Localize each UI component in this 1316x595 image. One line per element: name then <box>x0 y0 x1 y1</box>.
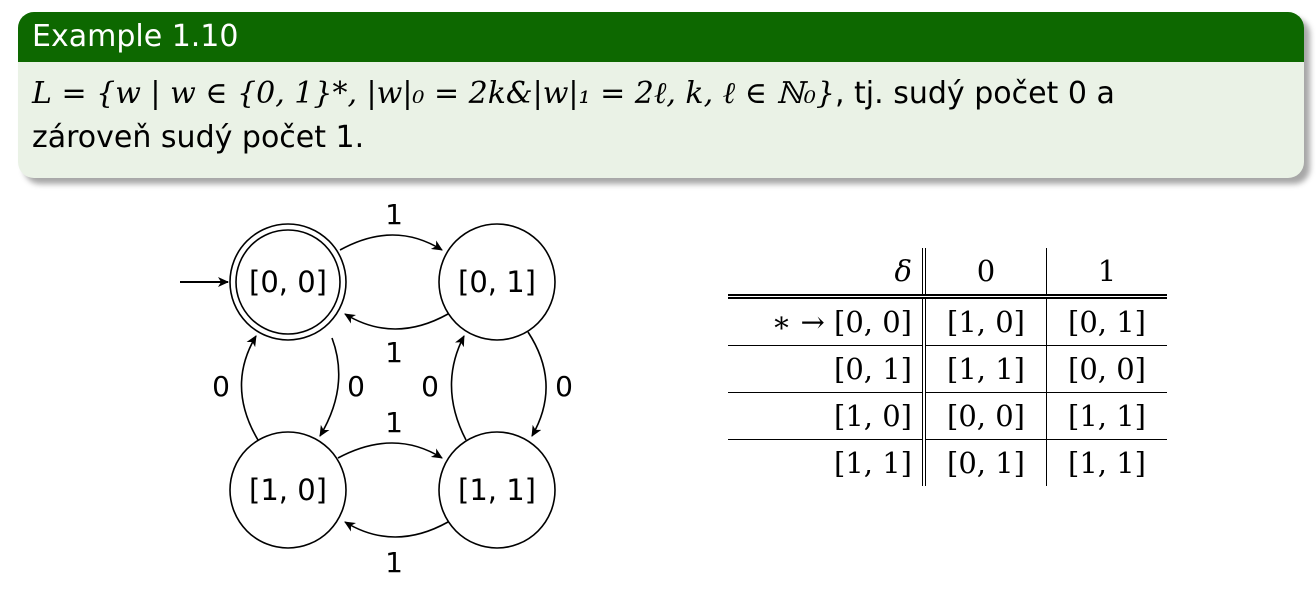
edge-10-11 <box>337 442 443 459</box>
table-row: ∗ → [0, 0] [1, 0] [0, 1] <box>728 296 1167 346</box>
state-00-label: [0, 0] <box>249 265 327 299</box>
table-header-row: δ 0 1 <box>728 248 1167 299</box>
table-row-state: [1, 0] <box>728 392 926 440</box>
edge-label-10-11: 1 <box>385 406 403 439</box>
table-row-state: [1, 1] <box>728 439 926 486</box>
table-row: [0, 1] [1, 1] [0, 0] <box>728 345 1167 393</box>
edge-00-10 <box>319 337 340 437</box>
edge-10-00 <box>240 335 259 441</box>
edge-label-00-10: 0 <box>347 370 365 403</box>
state-11-label: [1, 1] <box>458 473 536 507</box>
state-10: [1, 0] <box>229 431 347 549</box>
table-cell-on0: [1, 0] <box>924 296 1047 346</box>
table-row-state: ∗ → [0, 0] <box>728 296 926 346</box>
example-title: Example 1.10 <box>18 12 1304 62</box>
edge-01-00 <box>344 313 449 330</box>
edge-label-11-10: 1 <box>385 546 403 579</box>
table-header-col0: 0 <box>924 248 1047 299</box>
state-01-label: [0, 1] <box>458 265 536 299</box>
edge-00-01 <box>339 234 443 251</box>
table-cell-on0: [1, 1] <box>924 345 1047 393</box>
table-row: [1, 1] [0, 1] [1, 1] <box>728 439 1167 486</box>
example-definition: L = {w | w ∈ {0, 1}*, |w|₀ = 2k&|w|₁ = 2… <box>18 62 1304 160</box>
table-header-delta: δ <box>728 248 926 299</box>
state-00: [0, 0] <box>229 223 347 341</box>
state-11: [1, 1] <box>438 431 556 549</box>
edge-label-01-00: 1 <box>385 336 403 369</box>
table-cell-on1: [1, 1] <box>1046 392 1167 440</box>
language-definition-text: , tj. sudý počet 0 a <box>834 76 1115 111</box>
state-10-label: [1, 0] <box>249 473 327 507</box>
example-block: Example 1.10 L = {w | w ∈ {0, 1}*, |w|₀ … <box>18 12 1304 178</box>
table-cell-on1: [0, 0] <box>1046 345 1167 393</box>
language-definition-math: L = {w | w ∈ {0, 1}*, |w|₀ = 2k&|w|₁ = 2… <box>32 76 835 111</box>
table-cell-on0: [0, 0] <box>924 392 1047 440</box>
edge-01-11 <box>527 331 547 437</box>
table-cell-on1: [0, 1] <box>1046 296 1167 346</box>
state-01: [0, 1] <box>438 223 556 341</box>
language-definition-text-2: zároveň sudý počet 1. <box>32 120 365 155</box>
edge-11-10 <box>344 521 449 538</box>
table-header-col1: 1 <box>1046 248 1167 299</box>
transition-table: δ 0 1 ∗ → [0, 0] [1, 0] [0, 1] [0, 1] [1… <box>728 248 1167 486</box>
table-cell-on1: [1, 1] <box>1068 446 1146 480</box>
edge-label-00-01: 1 <box>385 198 403 231</box>
table-row: [1, 0] [0, 0] [1, 1] <box>728 392 1167 440</box>
table-row-state: [0, 1] <box>728 345 926 393</box>
edge-label-01-11: 0 <box>555 370 573 403</box>
edge-label-10-00: 0 <box>212 370 230 403</box>
edge-11-01 <box>450 335 467 441</box>
edge-label-11-01: 0 <box>421 370 439 403</box>
table-cell-on0: [0, 1] <box>924 439 1047 486</box>
